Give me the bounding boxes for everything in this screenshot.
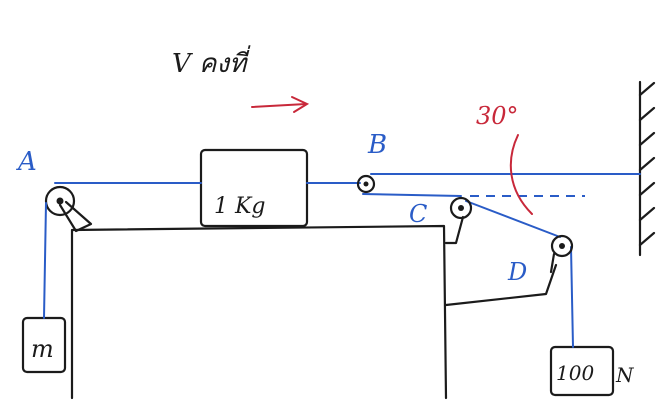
pulley-a: [44, 185, 93, 233]
pulley-c: [449, 196, 473, 220]
ropes: [43, 173, 641, 348]
point-label-c: C: [409, 200, 427, 228]
angle-label: 30°: [476, 102, 519, 130]
hanging-weight-right: [549, 345, 615, 397]
block-1kg: [199, 148, 309, 228]
hanging-weight-right-unit: N: [615, 363, 635, 387]
table: [70, 224, 448, 400]
block-mass-label: 1 Kg: [214, 194, 266, 219]
point-label-a: A: [16, 147, 37, 177]
velocity-note: V คงที่: [172, 45, 251, 79]
wall: [638, 80, 656, 257]
hanging-weight-right-value: 100: [556, 361, 594, 385]
point-label-b: B: [367, 130, 387, 160]
velocity-arrow: [251, 96, 310, 113]
hanging-mass-left-label: m: [31, 335, 54, 363]
angle-reference: [470, 134, 585, 215]
pulley-b: [356, 174, 376, 194]
point-label-d: D: [507, 258, 527, 286]
pulley-bracket: [444, 215, 558, 307]
pulley-d: [549, 234, 574, 274]
